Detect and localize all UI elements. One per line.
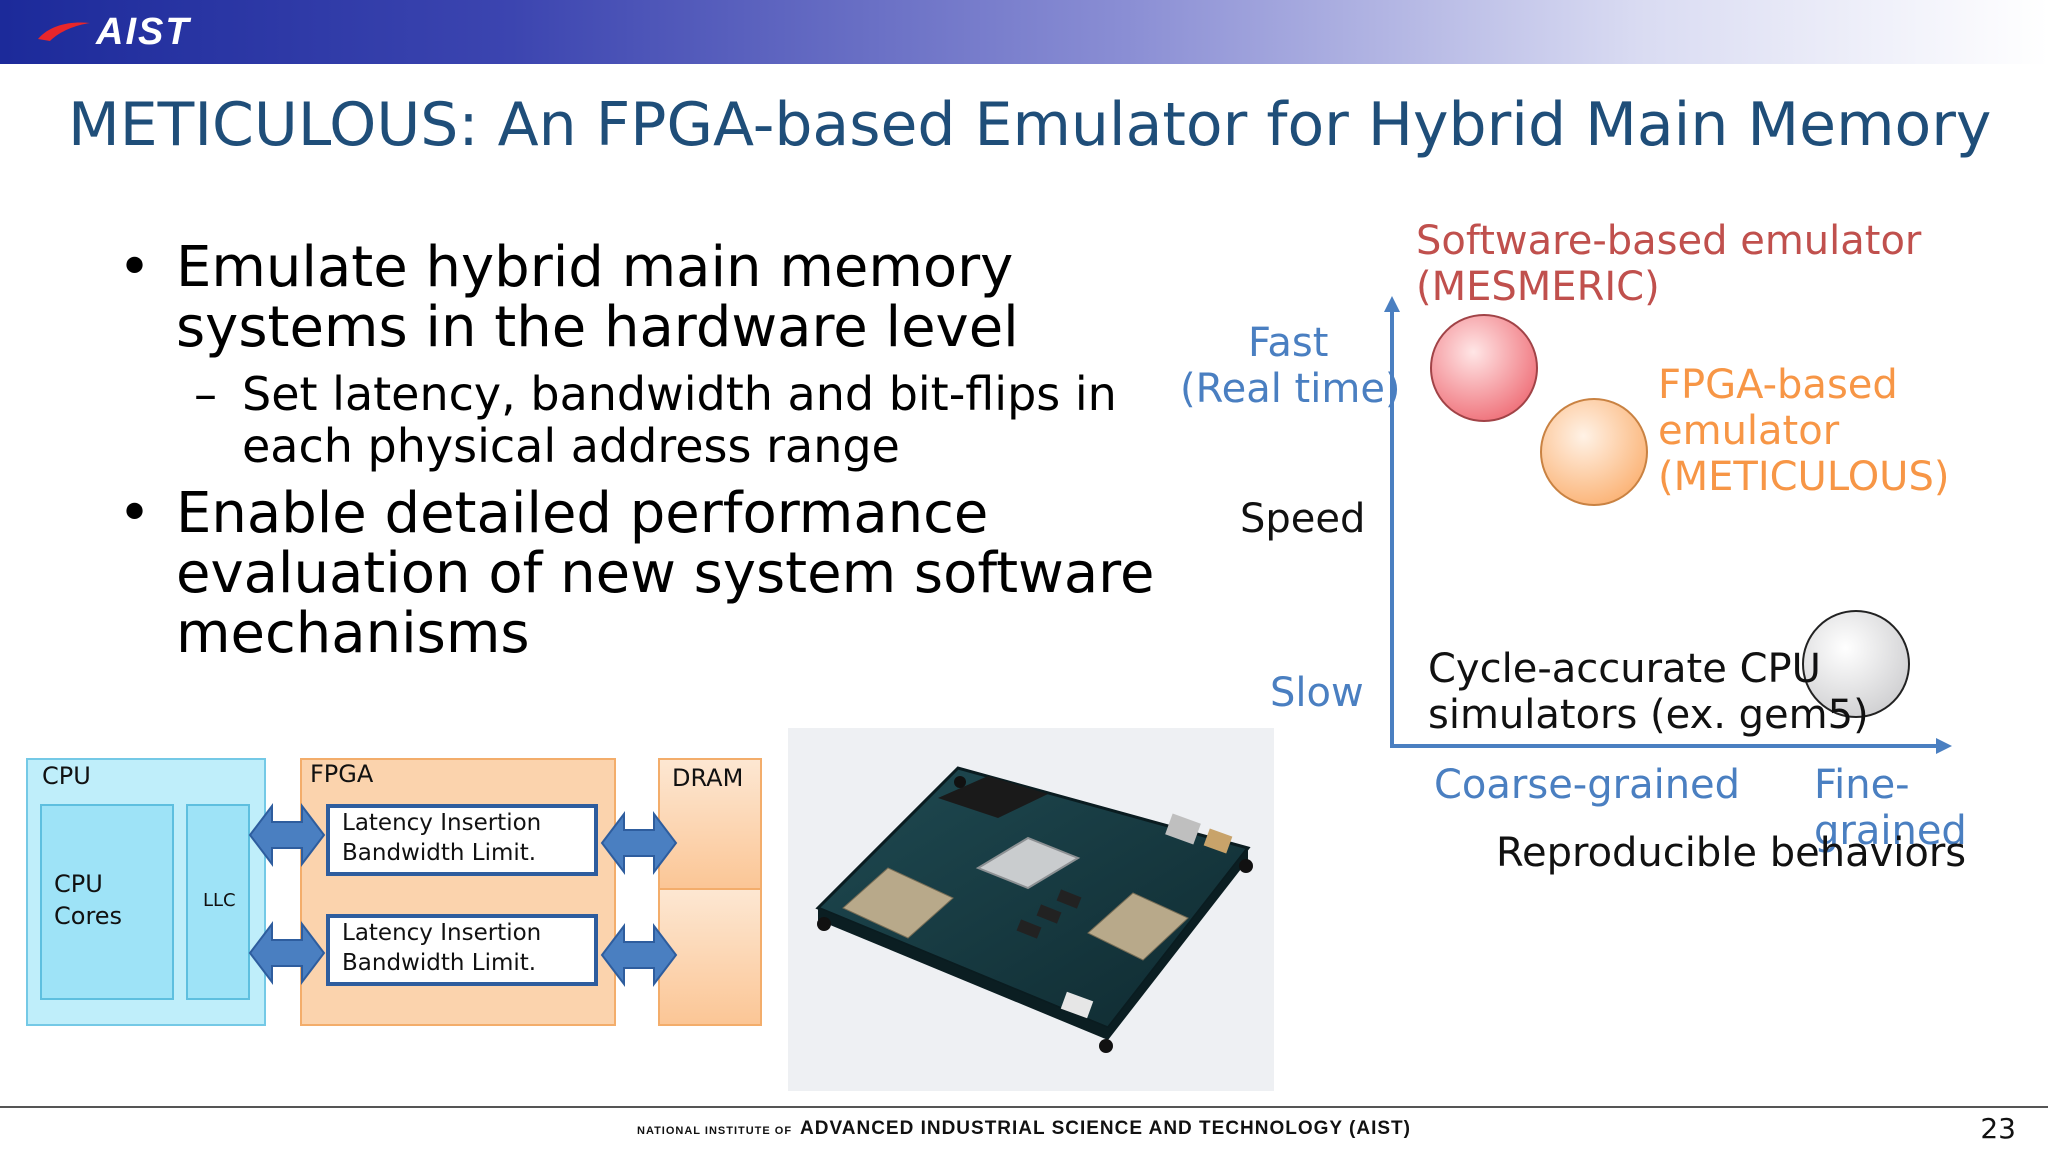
- bullet-2-line-2: evaluation of new system software: [176, 541, 1155, 606]
- bullet-2: • Enable detailed performance evaluation…: [118, 481, 1155, 666]
- cpu-cores-line-2: Cores: [54, 902, 123, 930]
- latency-unit-1-line-1: Latency Insertion: [342, 810, 542, 836]
- y-fast-sublabel: (Real time): [1180, 366, 1401, 412]
- fpga-board-image: [815, 766, 1253, 1053]
- double-arrow-icon: [600, 811, 678, 875]
- cycle-accurate-line-2: simulators (ex. gem5): [1428, 692, 1869, 738]
- fpga-emulator-line-3: (METICULOUS): [1658, 454, 1950, 500]
- llc-label: LLC: [203, 890, 236, 911]
- footer-divider: [0, 1106, 2048, 1108]
- latency-unit-2: [326, 914, 598, 986]
- sub-bullet-1: – Set latency, bandwidth and bit-flips i…: [194, 367, 1117, 473]
- y-fast-label: Fast: [1248, 320, 1329, 366]
- cycle-accurate-label: Cycle-accurate CPU simulators (ex. gem5): [1428, 646, 1869, 738]
- cpu-label: CPU: [42, 762, 91, 790]
- page-number: 23: [1980, 1112, 2016, 1145]
- header-band: [0, 0, 2048, 64]
- footer-institute: NATIONAL INSTITUTE OF ADVANCED INDUSTRIAL…: [0, 1118, 2048, 1140]
- sub-bullet-dash: –: [194, 367, 217, 421]
- bullet-2-line-3: mechanisms: [176, 601, 530, 666]
- cpu-cores-line-1: CPU: [54, 870, 103, 898]
- x-axis-arrowhead: [1936, 738, 1952, 754]
- cpu-cores-label: CPU Cores: [54, 868, 122, 932]
- fpga-emulator-marker: [1540, 398, 1648, 506]
- software-emulator-line-1: Software-based emulator: [1416, 218, 1922, 264]
- cycle-accurate-line-1: Cycle-accurate CPU: [1428, 646, 1821, 692]
- software-emulator-marker: [1430, 314, 1538, 422]
- aist-logo: AIST: [36, 10, 191, 54]
- double-arrow-icon: [248, 921, 326, 985]
- software-emulator-label: Software-based emulator (MESMERIC): [1416, 218, 1921, 310]
- double-arrow-icon: [600, 923, 678, 987]
- cpu-cores-block: [40, 804, 174, 1000]
- double-arrow-icon: [248, 803, 326, 867]
- fpga-label: FPGA: [310, 760, 374, 788]
- fpga-emulator-line-1: FPGA-based: [1658, 362, 1898, 408]
- y-slow-label: Slow: [1270, 670, 1364, 716]
- fpga-board-photo: [788, 728, 1274, 1091]
- fpga-emulator-label: FPGA-based emulator (METICULOUS): [1658, 362, 1949, 500]
- cycle-accurate-marker: [1802, 610, 1910, 718]
- y-axis-label: Speed: [1240, 496, 1366, 542]
- aist-swoosh-icon: [38, 22, 90, 41]
- bullet-1-line-2: systems in the hardware level: [176, 295, 1019, 360]
- sub-bullet-1-line-2: each physical address range: [242, 419, 900, 473]
- fpga-emulator-line-2: emulator: [1658, 408, 1840, 454]
- latency-unit-1: [326, 804, 598, 876]
- footer-small-text: NATIONAL INSTITUTE OF: [637, 1125, 793, 1137]
- speed-reproducibility-axes: [1384, 296, 1952, 754]
- bullet-dot: •: [118, 481, 152, 546]
- x-fine-label: Fine-grained: [1814, 762, 1967, 854]
- y-axis-arrowhead: [1384, 296, 1400, 312]
- x-axis-label: Reproducible behaviors: [1496, 830, 1967, 876]
- logo-text: AIST: [96, 10, 191, 53]
- latency-unit-1-label: Latency Insertion Bandwidth Limit.: [342, 808, 541, 868]
- x-coarse-label: Coarse-grained: [1434, 762, 1741, 808]
- bullet-dot: •: [118, 235, 152, 300]
- latency-unit-2-label: Latency Insertion Bandwidth Limit.: [342, 918, 541, 978]
- latency-unit-2-line-1: Latency Insertion: [342, 920, 542, 946]
- latency-unit-1-line-2: Bandwidth Limit.: [342, 840, 537, 866]
- bullet-2-line-1: Enable detailed performance: [176, 481, 989, 546]
- software-emulator-line-2: (MESMERIC): [1416, 264, 1660, 310]
- bullet-1-line-1: Emulate hybrid main memory: [176, 235, 1014, 300]
- sub-bullet-1-line-1: Set latency, bandwidth and bit-flips in: [242, 367, 1117, 421]
- slide-title: METICULOUS: An FPGA-based Emulator for H…: [68, 90, 1992, 160]
- bullet-1: • Emulate hybrid main memory systems in …: [118, 235, 1019, 360]
- latency-unit-2-line-2: Bandwidth Limit.: [342, 950, 537, 976]
- llc-block: [186, 804, 250, 1000]
- footer-big-text: ADVANCED INDUSTRIAL SCIENCE AND TECHNOLO…: [800, 1118, 1411, 1139]
- dram-label: DRAM: [672, 764, 744, 792]
